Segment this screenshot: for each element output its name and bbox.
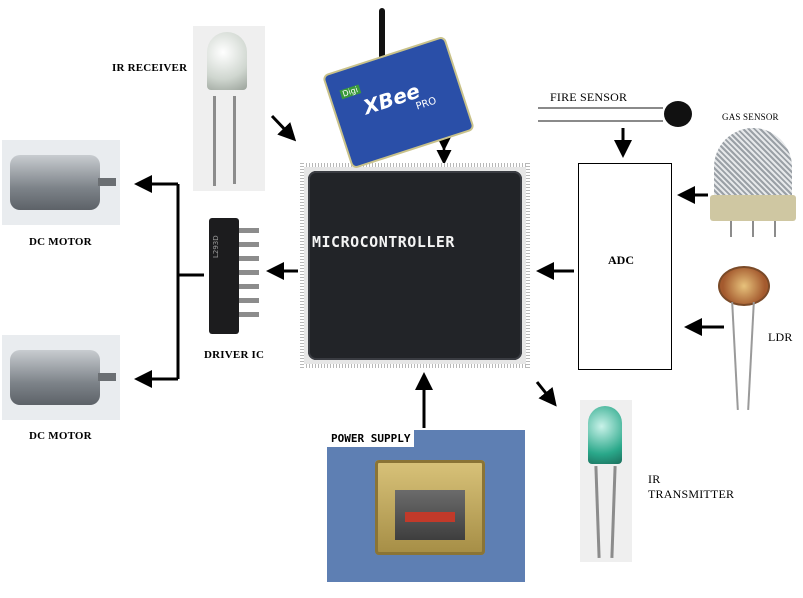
arrow-mcu-to-ir-transmitter xyxy=(535,381,557,407)
ir-transmitter-label-line2: TRANSMITTER xyxy=(648,487,735,501)
microcontroller-chip: MICROCONTROLLER xyxy=(300,163,530,368)
gas-sensor-label: GAS SENSOR xyxy=(722,112,779,122)
transformer-icon xyxy=(375,460,485,555)
adc-label: ADC xyxy=(608,253,634,267)
dc-motor-bottom-label: DC MOTOR xyxy=(29,430,92,442)
microcontroller-label: MICROCONTROLLER xyxy=(312,233,455,251)
dc-motor-bottom-photo xyxy=(2,335,120,420)
ldr-photo xyxy=(712,262,772,412)
xbee-module: XBee PRO Digi xyxy=(321,8,476,170)
arrow-ir-receiver-to-mcu xyxy=(270,114,297,142)
antenna-icon xyxy=(379,8,385,63)
driver-ic-label: DRIVER IC xyxy=(204,349,265,361)
fire-sensor-wire-bottom xyxy=(538,120,663,122)
digi-logo: Digi xyxy=(339,84,361,100)
adc-block: ADC xyxy=(578,163,672,370)
ldr-icon xyxy=(718,266,770,306)
power-supply-photo: POWER SUPPLY xyxy=(327,430,525,582)
ir-receiver-label: IR RECEIVER xyxy=(112,62,188,74)
ldr-label: LDR xyxy=(768,330,793,344)
dc-motor-top-label: DC MOTOR xyxy=(29,236,92,248)
gas-sensor-photo xyxy=(708,123,798,241)
driver-ic-marking: L293D xyxy=(212,235,220,258)
ir-transmitter-label-line1: IR xyxy=(648,472,661,486)
ir-transmitter-photo xyxy=(580,400,632,562)
ir-receiver-photo xyxy=(193,26,265,191)
motor-icon xyxy=(10,350,100,405)
thermistor-icon xyxy=(664,101,692,127)
power-supply-label: POWER SUPPLY xyxy=(327,430,415,447)
driver-ic-chip: L293D xyxy=(201,218,265,336)
fire-sensor-wire-top xyxy=(538,107,663,109)
fire-sensor-label: FIRE SENSOR xyxy=(550,90,628,104)
dc-motor-top-photo xyxy=(2,140,120,225)
xbee-logo-text: XBee xyxy=(360,78,423,120)
motor-icon xyxy=(10,155,100,210)
